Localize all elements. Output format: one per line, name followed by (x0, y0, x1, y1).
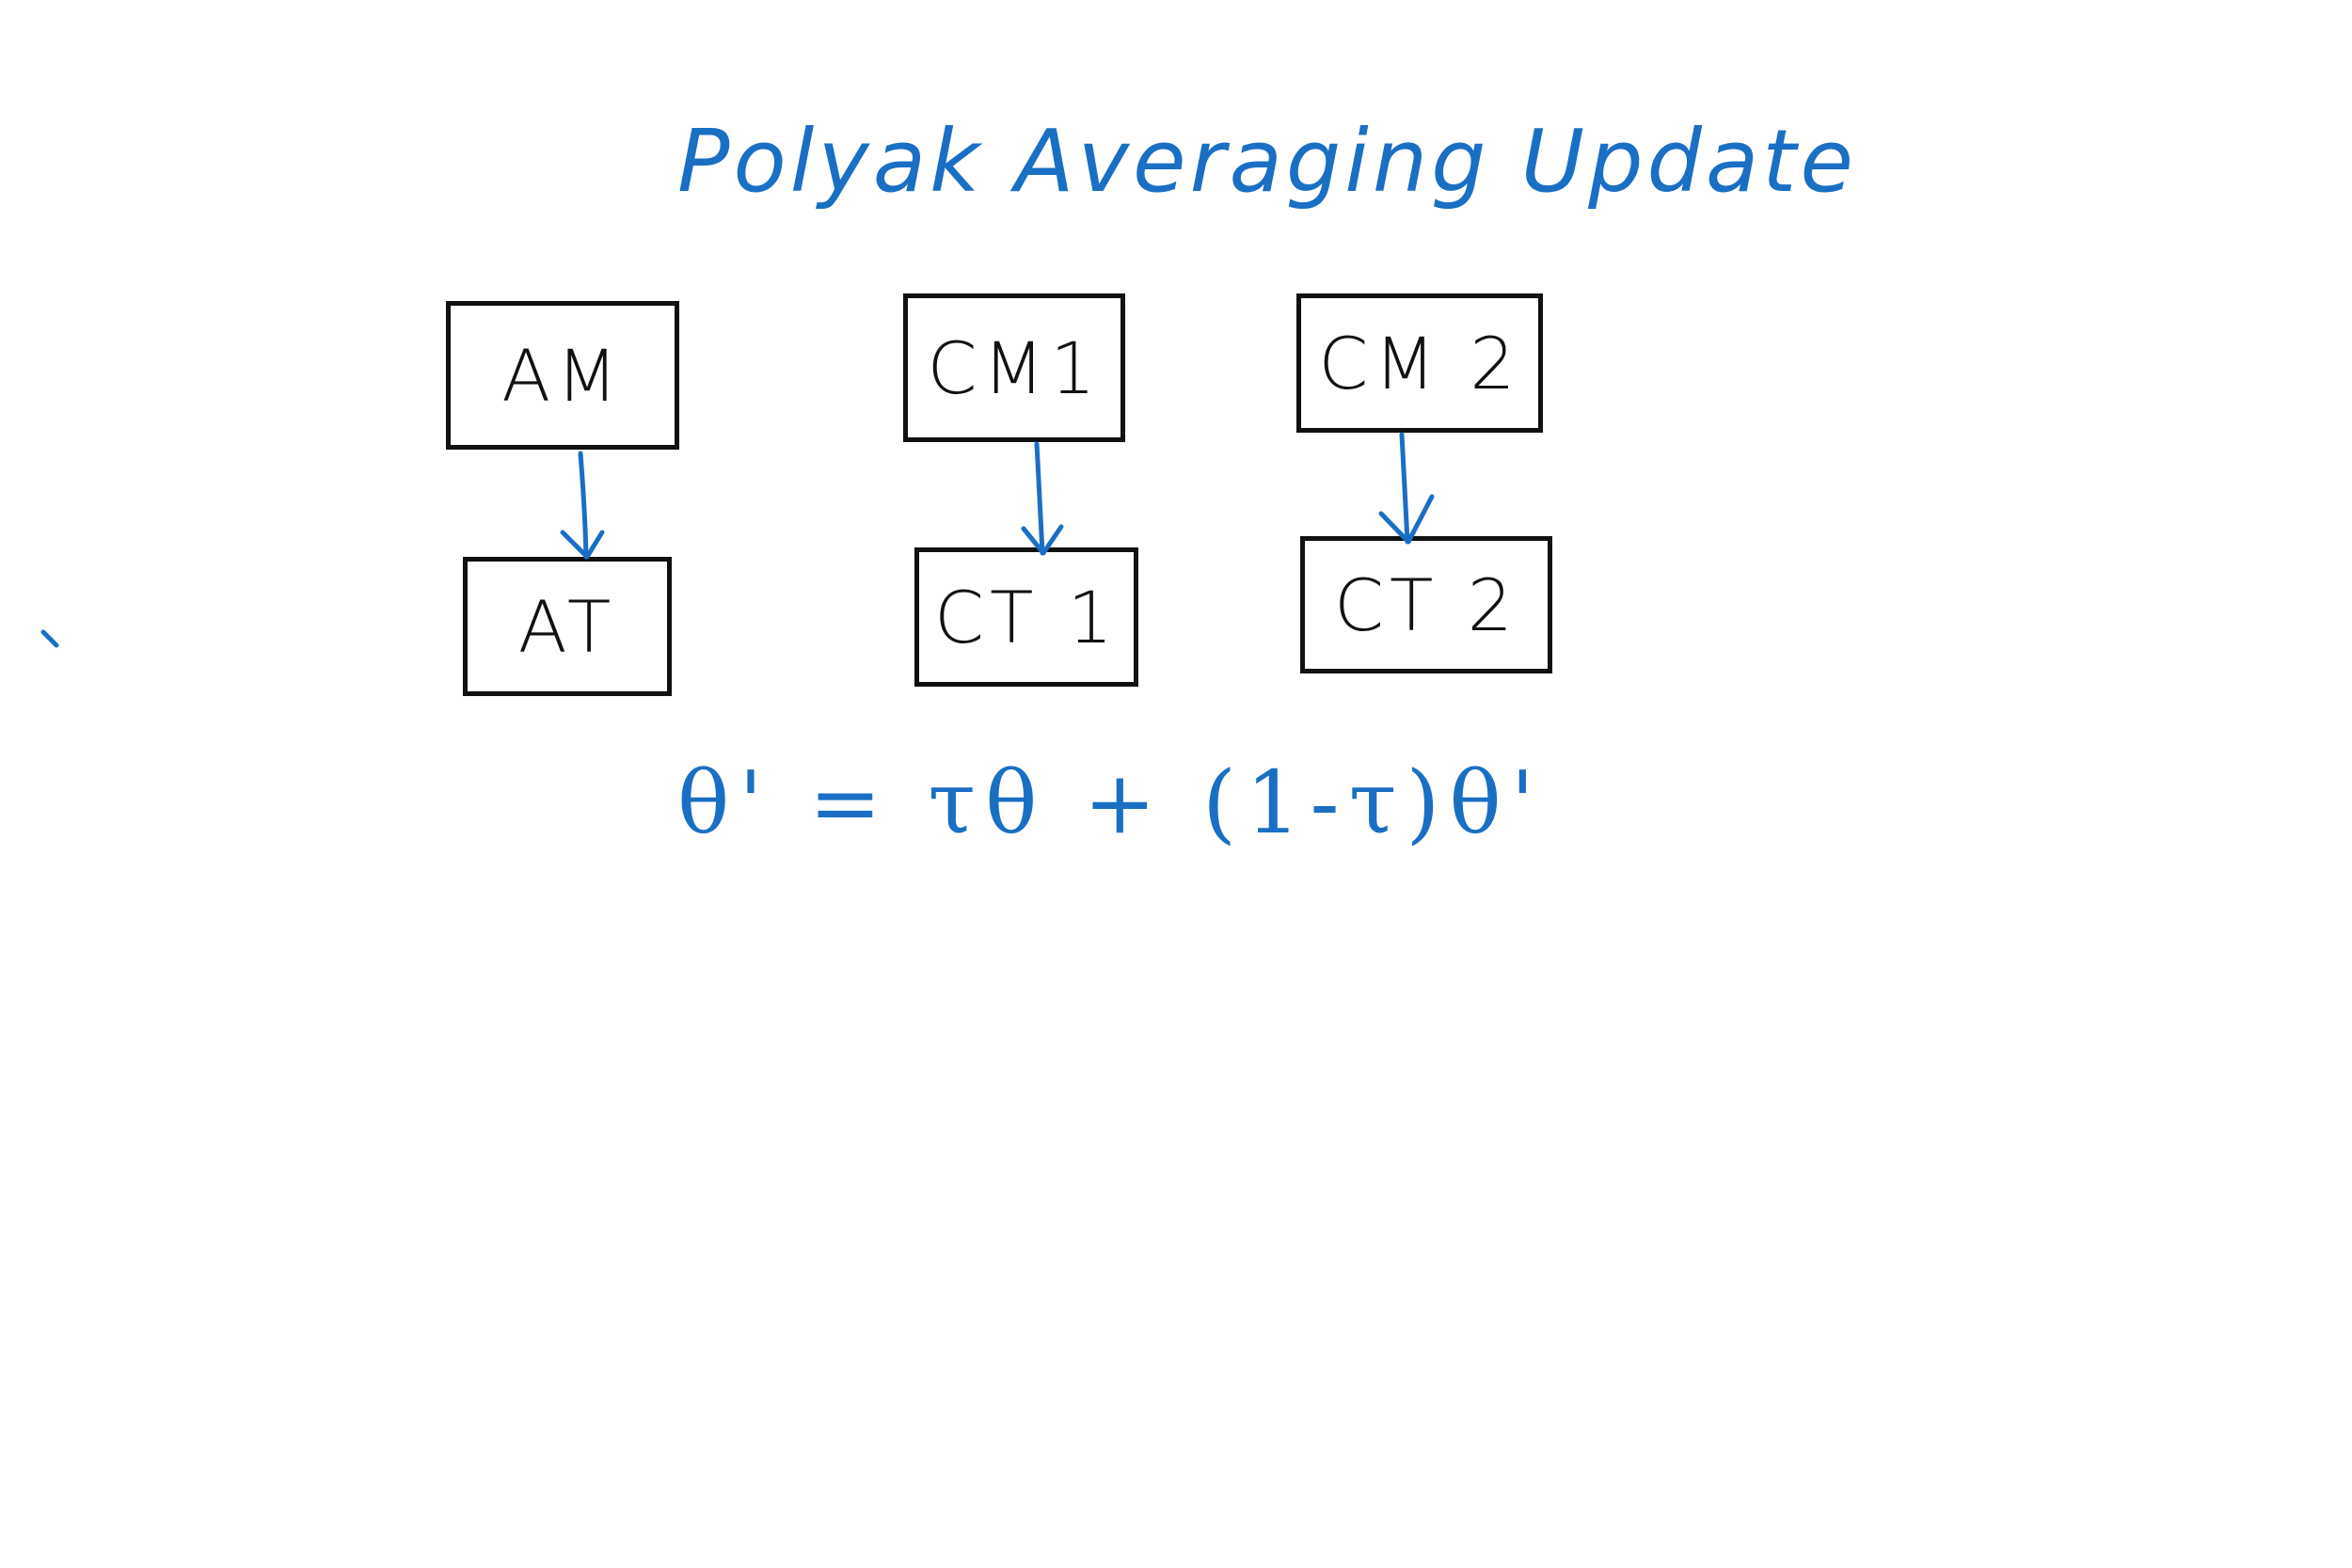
box-ct2-label: CT 2 (1333, 562, 1518, 647)
polyak-update-equation: θ' = τθ + (1-τ)θ' (677, 752, 1545, 853)
box-ct2: CT 2 (1300, 536, 1552, 673)
box-at-label: AT (517, 584, 617, 669)
diagram-title: Polyak Averaging Update (677, 111, 1857, 212)
box-am-label: AM (501, 333, 624, 418)
box-at: AT (463, 557, 672, 696)
arrow-am-to-at (560, 451, 605, 560)
arrow-cm1-to-ct1 (1021, 441, 1064, 556)
box-cm1-label: CM1 (927, 325, 1102, 410)
box-ct1: CT 1 (914, 547, 1138, 687)
box-cm1: CM1 (903, 293, 1125, 442)
box-ct1-label: CT 1 (933, 575, 1119, 659)
stray-mark (40, 629, 59, 648)
arrow-cm2-to-ct2 (1378, 432, 1435, 545)
box-am: AM (446, 301, 679, 450)
box-cm2: CM 2 (1296, 293, 1543, 433)
box-cm2-label: CM 2 (1318, 321, 1521, 405)
